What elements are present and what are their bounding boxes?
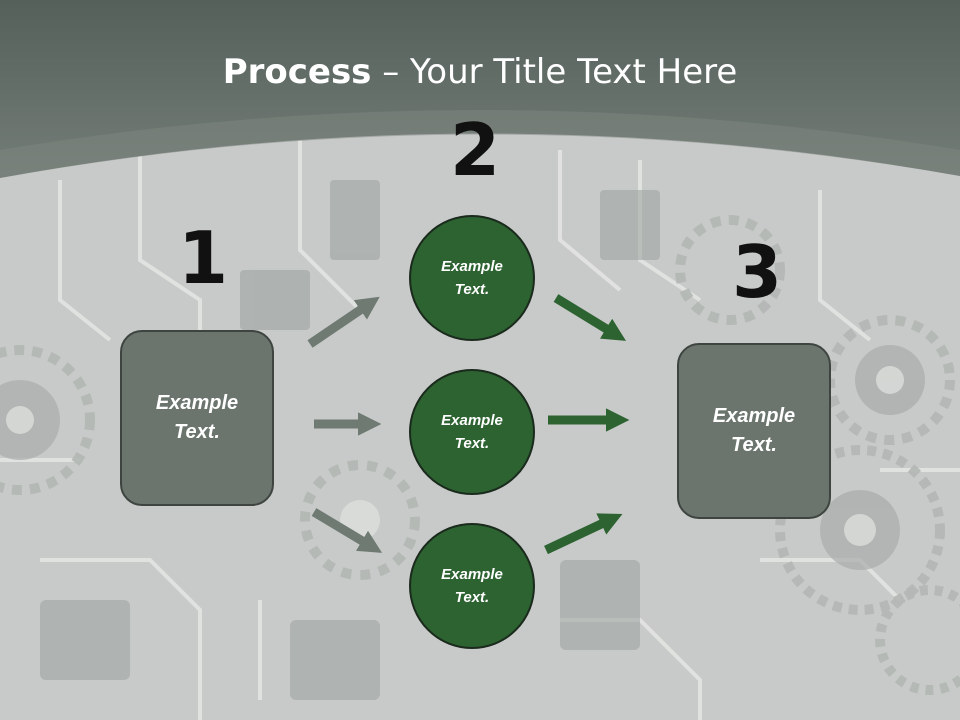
step-circle-2[interactable]: Example Text.: [409, 369, 535, 495]
step-box-1-text: Example Text.: [155, 392, 239, 443]
step-circle-1[interactable]: Example Text.: [409, 215, 535, 341]
step-circle-3[interactable]: Example Text.: [409, 523, 535, 649]
title-rest: – Your Title Text Here: [371, 52, 738, 92]
step-circle-3-text: Example Text.: [441, 566, 503, 606]
arrow-circle3-to-box3: [544, 513, 623, 555]
arrow-circle1-to-box3: [553, 294, 626, 341]
step-circle-2-text: Example Text.: [441, 412, 503, 452]
step-box-1[interactable]: Example Text.: [120, 330, 274, 506]
step-number-3: 3: [732, 230, 783, 314]
title-bold: Process: [222, 52, 372, 92]
step-number-1: 1: [178, 216, 229, 300]
arrow-box1-to-circle1: [307, 296, 380, 348]
step-number-2: 2: [450, 108, 501, 192]
arrow-box1-to-circle3: [311, 508, 383, 553]
step-box-3[interactable]: Example Text.: [677, 343, 831, 519]
slide-title: Process – Your Title Text Here: [0, 52, 960, 92]
step-box-3-text: Example Text.: [712, 405, 796, 456]
step-circle-1-text: Example Text.: [441, 258, 503, 298]
